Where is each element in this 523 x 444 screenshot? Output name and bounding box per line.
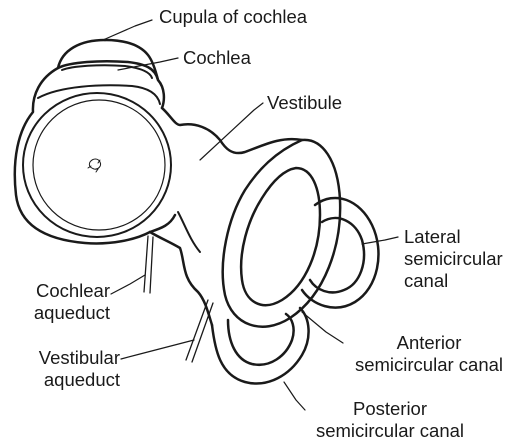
label-posterior-line-2: semicircular canal xyxy=(300,420,480,442)
label-posterior-line-1: Posterior xyxy=(300,398,480,420)
label-lateral-semicircular-canal: Lateral semicircular canal xyxy=(404,226,503,292)
label-lateral-line-3: canal xyxy=(404,270,503,292)
label-anterior-line-1: Anterior xyxy=(337,332,521,354)
label-cupula-of-cochlea: Cupula of cochlea xyxy=(159,6,307,28)
label-vestibule: Vestibule xyxy=(267,92,342,114)
label-anterior-line-2: semicircular canal xyxy=(337,354,521,376)
label-lateral-line-2: semicircular xyxy=(404,248,503,270)
label-cochlear-aqueduct-line-2: aqueduct xyxy=(14,302,110,324)
label-vestibular-aqueduct: Vestibular aqueduct xyxy=(8,347,120,391)
label-vestibular-aqueduct-line-2: aqueduct xyxy=(8,369,120,391)
posterior-canal-shape xyxy=(212,308,309,383)
label-posterior-semicircular-canal: Posterior semicircular canal xyxy=(300,398,480,442)
label-cochlea: Cochlea xyxy=(183,47,251,69)
label-cochlear-aqueduct-line-1: Cochlear xyxy=(14,280,110,302)
cochlea-shape xyxy=(15,40,175,243)
anterior-canal-shape xyxy=(223,140,340,327)
label-anterior-semicircular-canal: Anterior semicircular canal xyxy=(337,332,521,376)
label-cochlear-aqueduct: Cochlear aqueduct xyxy=(14,280,110,324)
label-lateral-line-1: Lateral xyxy=(404,226,503,248)
vestibular-aqueduct-shape xyxy=(186,300,213,362)
label-vestibular-aqueduct-line-1: Vestibular xyxy=(8,347,120,369)
cochlear-aqueduct-shape xyxy=(144,236,153,293)
